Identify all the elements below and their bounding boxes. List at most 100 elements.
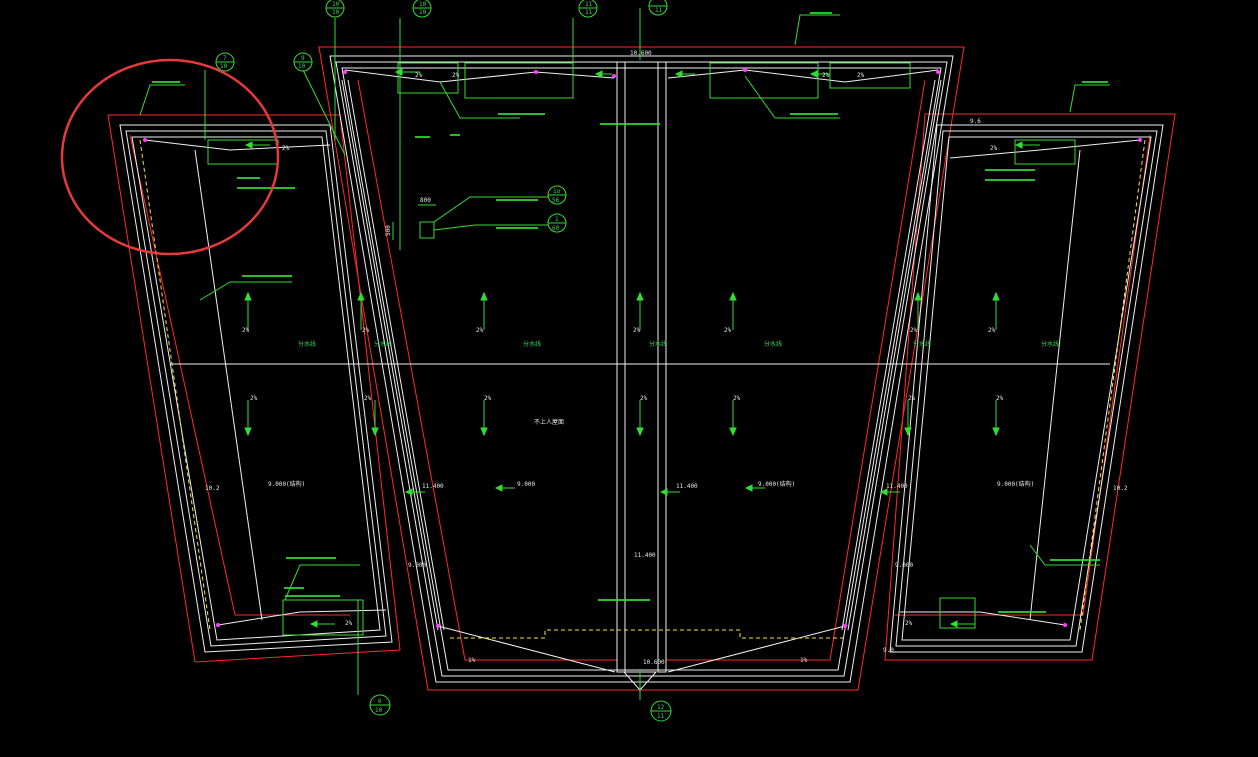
arrow-h-6 <box>594 70 612 78</box>
axis-9-sub: 10 <box>298 63 306 70</box>
elev-right-10-2: 10.2 <box>1113 485 1128 492</box>
gutter-left-a <box>194 149 263 621</box>
valley-top <box>344 69 615 83</box>
slope-13: 2% <box>364 395 372 402</box>
slope-2: 2% <box>476 327 484 334</box>
leader-detail1 <box>433 196 548 223</box>
drawing-element <box>636 427 644 437</box>
wall-left-inner <box>131 136 381 641</box>
drawing-element <box>743 68 747 72</box>
slope-20: 2% <box>990 145 998 152</box>
axis-12-top: 12 <box>657 704 665 711</box>
note-divide-1: 分水线 <box>298 340 316 348</box>
arrow-h-7 <box>674 70 695 78</box>
note-divide-5: 分水线 <box>764 340 782 348</box>
box-top-mid <box>464 62 574 99</box>
slope-7: 2% <box>910 327 918 334</box>
wall-left-mid <box>125 130 387 647</box>
detail-ref2-top: 1 <box>555 216 559 223</box>
box-wing-left <box>207 139 279 165</box>
axis-bubbles <box>215 0 672 722</box>
central-joint <box>616 61 626 673</box>
note-divide-7: 分水线 <box>1041 340 1059 348</box>
axis-10b-sub: 10 <box>419 9 427 16</box>
wall-center-outer <box>329 55 954 683</box>
leader-mid-right <box>744 75 840 119</box>
slope-5: 2% <box>988 327 996 334</box>
inner-red-left <box>357 79 617 661</box>
drawing-element <box>843 624 847 628</box>
arrow-group <box>244 68 1040 628</box>
drawing-element <box>904 427 912 437</box>
arrow-up-4 <box>729 291 737 330</box>
axis-6-top: 6 <box>378 698 382 705</box>
box-top-r2 <box>829 62 911 89</box>
wall-right-mid <box>895 130 1158 647</box>
wall-left-outer <box>119 124 393 653</box>
valley-top-r <box>667 69 939 83</box>
drawing-element <box>309 620 318 628</box>
slope-23: 1% <box>468 657 476 664</box>
box-top-r1 <box>709 62 819 99</box>
highlight-circle <box>60 58 280 256</box>
leader-group <box>139 8 1110 700</box>
axis-11b-sub: 11 <box>655 7 663 14</box>
dim-800: 800 <box>420 197 431 204</box>
drawing-element <box>674 70 683 78</box>
valley-bottom-right <box>667 625 846 673</box>
dash-bottom <box>450 629 845 639</box>
leader-wing-left <box>139 84 185 116</box>
leader-left-note <box>199 281 292 301</box>
inner-red-right <box>666 79 926 661</box>
note-divide-3: 分水线 <box>523 340 541 348</box>
box-top-left <box>397 62 459 94</box>
elev-left-9000: 9.000(结构) <box>268 480 305 488</box>
arrow-h-4 <box>949 620 975 628</box>
elev-left-11400: 11.400 <box>422 483 444 490</box>
valley-right-wing <box>949 139 1141 159</box>
valley-left-wing <box>144 139 331 151</box>
drawing-element <box>659 488 668 496</box>
slope-1: 2% <box>242 327 250 334</box>
drawing-element <box>992 427 1000 437</box>
inner-red-wing-left <box>129 134 350 616</box>
drawing-element <box>636 291 644 301</box>
arrow-up-1 <box>244 291 252 330</box>
axis-9-top: 9 <box>301 55 305 62</box>
drawing-element <box>914 291 922 301</box>
arrow-h-5 <box>394 68 420 76</box>
arrow-up-6 <box>357 291 365 330</box>
note-stubs <box>152 12 1108 613</box>
slope-14: 2% <box>908 395 916 402</box>
axis-10a-sub: 10 <box>332 9 340 16</box>
arrow-down-3 <box>636 400 644 437</box>
axis-9-line <box>302 69 346 156</box>
arrow-h-1 <box>244 141 270 149</box>
slope-15: 2% <box>415 72 423 79</box>
arrow-down-7 <box>904 400 912 437</box>
box-wing-right <box>1014 139 1076 165</box>
valley-bottom-left <box>437 625 616 673</box>
axis-11a-sub: 11 <box>585 9 593 16</box>
drawing-element <box>216 623 220 627</box>
drawing-element <box>480 427 488 437</box>
leader-detail2 <box>433 224 548 231</box>
dash-left-wing <box>139 139 211 631</box>
text-layer: 10 10 10 10 11 11 11 9 10 7 10 6 10 12 1… <box>205 1 1128 720</box>
slope-18: 2% <box>857 72 865 79</box>
leader-bl-note <box>284 564 360 601</box>
axis-6-sub: 10 <box>375 707 383 714</box>
outline-left-wing <box>107 114 401 663</box>
elev-br-9000: 9.000 <box>895 562 913 569</box>
drawing-element <box>494 484 503 492</box>
drawing-element <box>480 291 488 301</box>
drawing-element <box>436 624 440 628</box>
elev-right-upper: 9.6 <box>970 118 981 125</box>
slope-11: 2% <box>733 395 741 402</box>
slope-10: 2% <box>640 395 648 402</box>
detail-ref2-bottom: 60 <box>552 225 560 232</box>
arrow-h-11 <box>879 488 900 496</box>
elev-bl-9000: 9.000 <box>408 562 426 569</box>
leader-wing-right <box>1069 84 1110 113</box>
